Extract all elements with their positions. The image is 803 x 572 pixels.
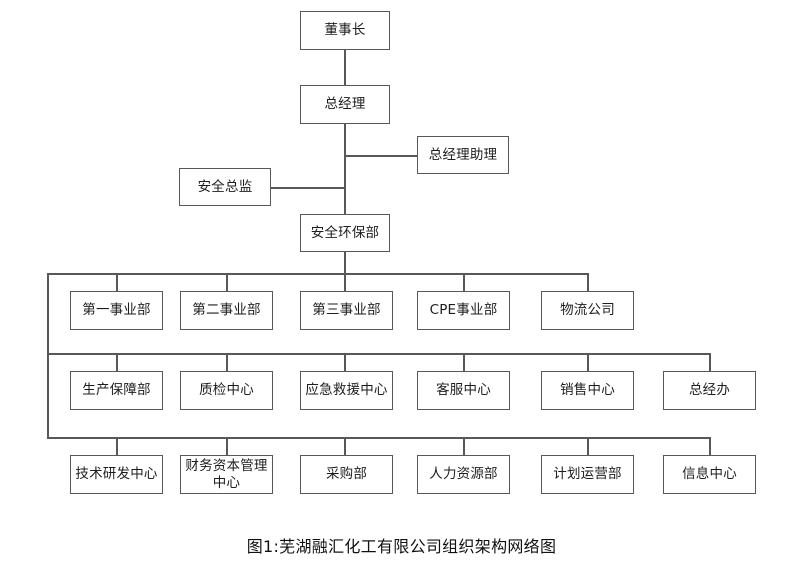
- node-logistics-company-label: 物流公司: [560, 302, 615, 318]
- stub-gm-office: [709, 353, 711, 371]
- stub-cpe: [463, 273, 465, 291]
- connector-gm-to-assistant: [344, 155, 417, 157]
- node-quality-inspection-center-label: 质检中心: [199, 382, 254, 398]
- stub-sales-center: [587, 353, 589, 371]
- node-chairman-label: 董事长: [324, 22, 366, 38]
- node-division-3[interactable]: 第三事业部: [300, 291, 393, 330]
- stub-div2: [226, 273, 228, 291]
- node-general-manager[interactable]: 总经理: [300, 85, 390, 124]
- node-gm-office-label: 总经办: [688, 382, 731, 398]
- figure-caption: 图1:芜湖融汇化工有限公司组织架构网络图: [246, 537, 557, 556]
- stub-purchase-dept: [344, 437, 346, 455]
- bus-row-2: [47, 353, 710, 355]
- stub-planning-dept: [587, 437, 589, 455]
- node-division-3-label: 第三事业部: [312, 302, 381, 318]
- node-division-2-label: 第二事业部: [192, 302, 261, 318]
- node-purchasing-dept-label: 采购部: [325, 466, 368, 482]
- node-division-1-label: 第一事业部: [82, 302, 151, 318]
- stub-prod-guarantee: [116, 353, 118, 371]
- stub-div1: [116, 273, 118, 291]
- node-safety-director-label: 安全总监: [197, 178, 253, 195]
- node-gm-assistant[interactable]: 总经理助理: [417, 136, 509, 174]
- node-finance-capital-management-center[interactable]: 财务资本管理中心: [180, 455, 273, 494]
- stub-rescue-center: [344, 353, 346, 371]
- node-human-resources-dept[interactable]: 人力资源部: [417, 455, 510, 494]
- node-information-center[interactable]: 信息中心: [663, 455, 756, 494]
- node-emergency-rescue-center[interactable]: 应急救援中心: [300, 371, 393, 410]
- stub-service-center: [463, 353, 465, 371]
- node-customer-service-center-label: 客服中心: [436, 382, 491, 398]
- bus-row-1: [47, 273, 588, 275]
- connector-hse-to-row1-bus: [344, 252, 346, 273]
- stub-finance-center: [226, 437, 228, 455]
- stub-div3: [344, 273, 346, 291]
- node-rnd-center-label: 技术研发中心: [75, 466, 158, 482]
- node-production-guarantee-dept-label: 生产保障部: [82, 382, 151, 398]
- node-sales-center-label: 销售中心: [560, 382, 615, 398]
- node-cpe-division[interactable]: CPE事业部: [417, 291, 510, 330]
- node-planning-operations-dept-label: 计划运营部: [553, 466, 622, 482]
- node-sales-center[interactable]: 销售中心: [541, 371, 634, 410]
- bus-row-3: [47, 437, 710, 439]
- stub-info-center: [709, 437, 711, 455]
- stub-qc-center: [226, 353, 228, 371]
- connector-gm-to-safety-director: [271, 187, 345, 189]
- node-logistics-company[interactable]: 物流公司: [541, 291, 634, 330]
- node-hse-department-label: 安全环保部: [310, 224, 380, 241]
- node-planning-operations-dept[interactable]: 计划运营部: [541, 455, 634, 494]
- node-general-manager-label: 总经理: [324, 96, 366, 112]
- bus-left-spine: [47, 273, 49, 437]
- node-production-guarantee-dept[interactable]: 生产保障部: [70, 371, 163, 410]
- node-quality-inspection-center[interactable]: 质检中心: [180, 371, 273, 410]
- node-hse-department[interactable]: 安全环保部: [300, 214, 390, 252]
- node-cpe-division-label: CPE事业部: [429, 302, 498, 318]
- node-rnd-center[interactable]: 技术研发中心: [70, 455, 163, 494]
- node-finance-capital-management-center-label: 财务资本管理中心: [185, 457, 268, 491]
- node-gm-assistant-label: 总经理助理: [428, 146, 498, 163]
- node-safety-director[interactable]: 安全总监: [179, 168, 271, 206]
- node-chairman[interactable]: 董事长: [300, 11, 390, 50]
- connector-chairman-to-gm: [344, 50, 346, 85]
- connector-gm-spine: [344, 124, 346, 214]
- node-emergency-rescue-center-label: 应急救援中心: [305, 382, 388, 398]
- node-purchasing-dept[interactable]: 采购部: [300, 455, 393, 494]
- node-division-2[interactable]: 第二事业部: [180, 291, 273, 330]
- node-information-center-label: 信息中心: [682, 466, 737, 482]
- node-human-resources-dept-label: 人力资源部: [429, 466, 498, 482]
- stub-hr-dept: [463, 437, 465, 455]
- node-gm-office[interactable]: 总经办: [663, 371, 756, 410]
- stub-logistics: [587, 273, 589, 291]
- node-customer-service-center[interactable]: 客服中心: [417, 371, 510, 410]
- node-division-1[interactable]: 第一事业部: [70, 291, 163, 330]
- stub-rnd-center: [116, 437, 118, 455]
